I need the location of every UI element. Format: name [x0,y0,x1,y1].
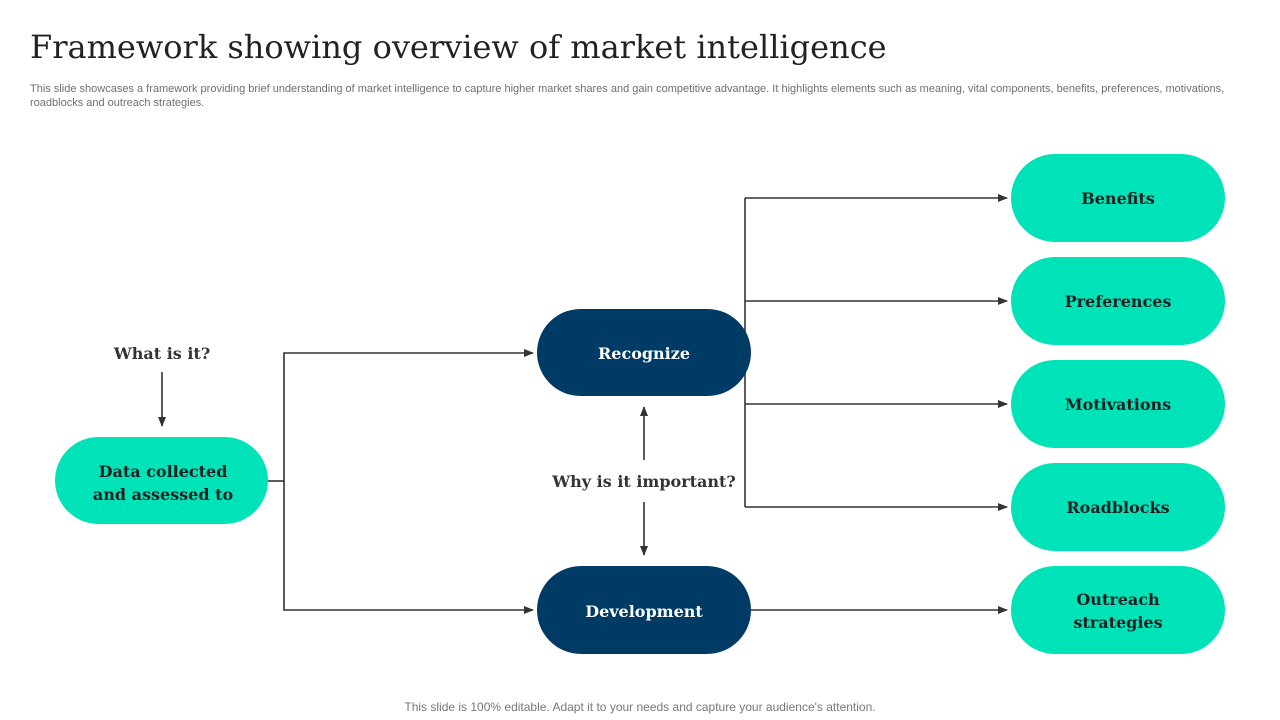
motivations-node-label: Motivations [1065,395,1171,414]
motivations-node-shape [1011,360,1225,448]
source-node-line2: and assessed to [93,485,234,504]
connector-to-recognize [283,349,534,481]
source-node-line1: Data collected [99,462,228,481]
preferences-node-shape [1011,257,1225,345]
preferences-node-label: Preferences [1065,292,1172,311]
development-node: Development [537,566,751,654]
outreach-node-line1: Outreach [1076,590,1160,609]
recognize-node-shape [537,309,751,396]
source-node: Data collected and assessed to [55,437,268,524]
outreach-node-shape [1011,566,1225,654]
source-node-shape [55,437,268,524]
benefits-node: Benefits [1011,154,1225,242]
roadblocks-node-shape [1011,463,1225,551]
connector-to-development [283,481,534,614]
benefits-node-label: Benefits [1081,189,1155,208]
recognize-node-label: Recognize [598,344,690,363]
preferences-node: Preferences [1011,257,1225,345]
motivations-node: Motivations [1011,360,1225,448]
page-title: Framework showing overview of market int… [30,28,887,66]
page-footer: This slide is 100% editable. Adapt it to… [404,700,876,714]
what-is-it-label: What is it? [113,344,210,363]
development-node-shape [537,566,751,654]
connectors [158,194,1008,614]
outreach-node-line2: strategies [1073,613,1162,632]
benefits-node-shape [1011,154,1225,242]
roadblocks-node: Roadblocks [1011,463,1225,551]
roadblocks-node-label: Roadblocks [1066,498,1169,517]
why-important-label: Why is it important? [551,472,736,491]
recognize-node: Recognize [537,309,751,396]
outreach-node: Outreach strategies [1011,566,1225,654]
page-subtitle: This slide showcases a framework providi… [30,83,1225,109]
development-node-label: Development [585,602,703,621]
